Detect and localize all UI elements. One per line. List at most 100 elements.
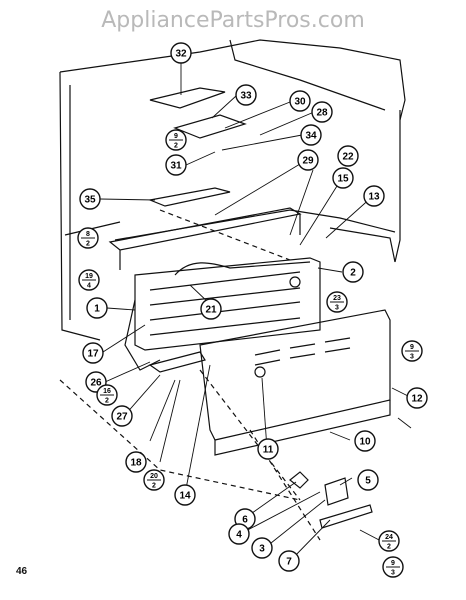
fraction-callout-9-3: 93	[401, 340, 423, 362]
callout-label: 10	[359, 437, 371, 448]
callout-17: 17	[82, 342, 104, 364]
fraction-top: 16	[103, 388, 111, 395]
callout-30: 30	[289, 90, 311, 112]
callout-label: 30	[294, 97, 306, 108]
callout-circle	[228, 523, 250, 545]
callout-label: 2	[350, 268, 356, 279]
callout-circle	[406, 387, 428, 409]
fraction-bottom: 2	[86, 241, 90, 248]
callout-1: 1	[86, 297, 108, 319]
callout-label: 7	[286, 557, 292, 568]
fraction-top: 20	[150, 473, 158, 480]
callout-circle	[125, 451, 147, 473]
callout-circle	[174, 484, 196, 506]
callout-14: 14	[174, 484, 196, 506]
fraction-callout-24-2: 242	[378, 530, 400, 552]
callout-10: 10	[354, 430, 376, 452]
callout-label: 14	[179, 491, 191, 502]
callout-circle	[337, 145, 359, 167]
callout-circle	[235, 84, 257, 106]
callout-2: 2	[342, 261, 364, 283]
callout-circle	[357, 469, 379, 491]
fraction-top: 9	[174, 133, 178, 140]
fraction-bottom: 3	[335, 305, 339, 312]
callout-circle	[86, 297, 108, 319]
page-number: 46	[16, 566, 28, 577]
fraction-bottom: 4	[87, 283, 91, 290]
fraction-callout-19-4: 194	[78, 269, 100, 291]
callout-label: 26	[90, 378, 102, 389]
fraction-callout-9-3: 93	[382, 556, 404, 578]
callout-32: 32	[170, 42, 192, 64]
fraction-callout-23-3: 233	[326, 291, 348, 313]
fraction-bottom: 2	[174, 143, 178, 150]
callout-label: 29	[302, 156, 314, 167]
fraction-top: 24	[385, 534, 393, 541]
fraction-top: 8	[86, 231, 90, 238]
callout-34: 34	[300, 124, 322, 146]
cabinet-outline	[59, 39, 406, 541]
fraction-callout-16-2: 162	[96, 384, 118, 406]
fraction-bottom: 3	[391, 570, 395, 577]
callout-4: 4	[228, 523, 250, 545]
callout-label: 6	[242, 515, 248, 526]
callout-label: 17	[87, 349, 99, 360]
callout-label: 22	[342, 152, 354, 163]
callout-circle	[251, 537, 273, 559]
callout-label: 34	[305, 131, 317, 142]
callout-18: 18	[125, 451, 147, 473]
fraction-callout-8-2: 82	[77, 227, 99, 249]
fraction-callout-20-2: 202	[143, 469, 165, 491]
callout-circle	[200, 298, 222, 320]
fraction-callout-9-2: 92	[165, 129, 187, 151]
callout-circle	[354, 430, 376, 452]
callout-11: 11	[257, 438, 279, 460]
callout-7: 7	[278, 550, 300, 572]
callout-circle	[363, 185, 385, 207]
callout-circle	[79, 188, 101, 210]
fraction-bottom: 3	[410, 354, 414, 361]
callout-33: 33	[235, 84, 257, 106]
watermark-text: AppliancePartsPros.com	[101, 8, 365, 33]
fraction-bottom: 2	[105, 398, 109, 405]
callout-circle	[278, 550, 300, 572]
callout-circle	[300, 124, 322, 146]
callout-5: 5	[357, 469, 379, 491]
callout-circle	[342, 261, 364, 283]
callout-label: 33	[240, 91, 252, 102]
callout-label: 12	[411, 394, 423, 405]
callout-label: 3	[259, 544, 265, 555]
callout-label: 18	[130, 458, 142, 469]
callout-circle	[111, 405, 133, 427]
fraction-bottom: 2	[387, 544, 391, 551]
callout-label: 32	[175, 49, 187, 60]
callout-35: 35	[79, 188, 101, 210]
callout-12: 12	[406, 387, 428, 409]
fraction-top: 23	[333, 295, 341, 302]
callout-label: 13	[368, 192, 380, 203]
callout-22: 22	[337, 145, 359, 167]
callout-circle	[289, 90, 311, 112]
callout-15: 15	[332, 167, 354, 189]
callout-circle	[297, 149, 319, 171]
callout-circle	[257, 438, 279, 460]
callout-label: 4	[236, 530, 242, 541]
callout-29: 29	[297, 149, 319, 171]
callout-21: 21	[200, 298, 222, 320]
fraction-top: 9	[410, 344, 414, 351]
callout-label: 21	[205, 305, 217, 316]
callout-label: 15	[337, 174, 349, 185]
callout-label: 31	[170, 161, 182, 172]
leader-lines	[99, 63, 412, 561]
callout-13: 13	[363, 185, 385, 207]
fraction-bottom: 2	[152, 483, 156, 490]
callout-circle	[82, 342, 104, 364]
callout-circle	[311, 101, 333, 123]
callout-label: 11	[263, 445, 274, 456]
callout-27: 27	[111, 405, 133, 427]
callout-label: 1	[94, 304, 100, 315]
callout-label: 28	[316, 108, 328, 119]
